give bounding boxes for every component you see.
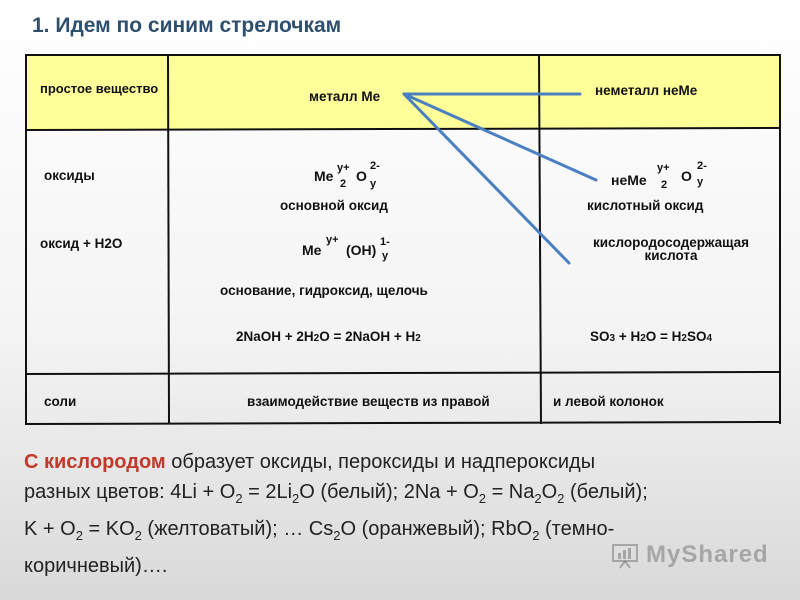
line-divider-1 (167, 54, 170, 425)
table-grid (24, 54, 782, 425)
line-divider-2 (538, 54, 542, 425)
watermark-text: MyShared (646, 541, 769, 568)
label-interaction-right: и левой колонок (553, 394, 664, 409)
neme-oxide-sub2: y (697, 176, 704, 188)
slide-title: 1. Идем по синим стрелочкам (32, 14, 342, 37)
me-oxide-base: Me (314, 168, 334, 184)
header-fill (25, 55, 781, 129)
neme-oxide-sup1: y+ (657, 162, 670, 174)
paragraph-line-4: коричневый)…. (24, 555, 168, 577)
label-salts: соли (44, 394, 77, 409)
line-bottom (24, 421, 782, 425)
watermark: MyShared (610, 540, 769, 570)
label-oxyacid-line1: кислородосодержащая (592, 235, 750, 250)
neme-oxide-sub1: 2 (661, 179, 668, 191)
arrow-to-oxyacid (402, 92, 571, 265)
equation-left: 2NaOH + 2H2O = 2NaOH + H2 (236, 329, 421, 344)
me-hydroxide-sup2: 1- (380, 236, 390, 248)
neme-oxide-base: неМе (611, 172, 647, 188)
me-oxide-sub2: y (370, 178, 377, 190)
neme-oxide-formula: неМе y+ 2 O 2- y (611, 160, 721, 194)
label-oxyacid-line2: кислота (644, 248, 698, 263)
me-hydroxide-base: Me (302, 242, 322, 258)
substance-table: простое вещество металл Ме неметалл неМе… (22, 52, 784, 428)
me-hydroxide-sub2: y (382, 250, 389, 262)
me-oxide-o: O (356, 168, 367, 184)
equation-right: SO3 + H2O = H2SO4 (590, 329, 713, 344)
label-simple-substance: простое вещество (40, 81, 159, 96)
label-oxide-water: оксид + H2O (40, 236, 123, 251)
me-oxide-sup2: 2- (370, 160, 380, 172)
paragraph-line-3: K + O2 = KO2 (желтоватый); … Cs2O (оранж… (24, 518, 615, 543)
presentation-icon (612, 544, 638, 569)
me-hydroxide-sup1: y+ (326, 234, 339, 246)
paragraph-highlight: С кислородом (24, 451, 166, 473)
table-lines (24, 54, 782, 425)
me-hydroxide-oh: (OH) (346, 242, 377, 258)
label-acidic-oxide: кислотный оксид (587, 198, 704, 213)
arrow-to-acidic-oxide (402, 92, 598, 182)
neme-oxide-sup2: 2- (697, 160, 707, 172)
label-basic-oxide: основной оксид (280, 198, 388, 213)
line-header-bottom (24, 127, 782, 131)
line-salts-top (24, 371, 782, 375)
label-metal: металл Ме (309, 89, 381, 104)
neme-oxide-o: O (681, 168, 692, 184)
label-base-types: основание, гидроксид, щелочь (220, 283, 428, 298)
oxygen-paragraph: С кислородом образует оксиды, пероксиды … (24, 447, 776, 581)
label-interaction-left: взаимодействие веществ из правой (247, 394, 490, 409)
label-oxides: оксиды (44, 168, 95, 183)
me-oxide-sup1: y+ (337, 162, 350, 174)
label-nonmetal: неметалл неМе (595, 83, 698, 98)
blue-arrows (402, 92, 598, 265)
label-oxyacid: кислородосодержащая кислота (566, 235, 776, 263)
me-hydroxide-formula: Me y+ (OH) 1- y (302, 232, 422, 266)
paragraph-line-2: разных цветов: 4Li + O2 = 2Li2O (белый);… (24, 481, 648, 506)
paragraph-line-1-text: образует оксиды, пероксиды и надпероксид… (165, 451, 596, 473)
me-oxide-formula: Me y+ 2 O 2- y (314, 160, 394, 194)
me-oxide-sub1: 2 (340, 178, 347, 190)
paragraph-line-1: С кислородом образует оксиды, пероксиды … (24, 447, 776, 477)
